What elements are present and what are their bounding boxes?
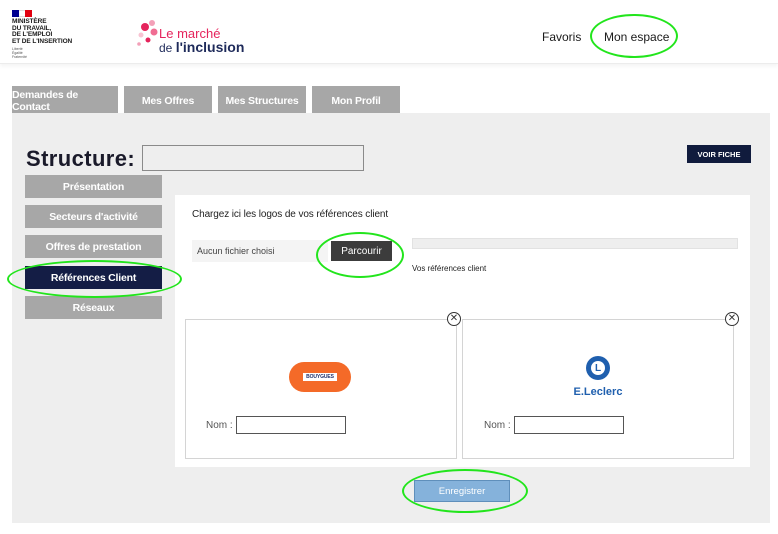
side-item-secteurs-activite[interactable]: Secteurs d'activité [25,205,162,228]
leclerc-logo: L E.Leclerc [566,356,630,402]
leclerc-emblem-icon: L [586,356,610,380]
brand-title: Le marché [159,26,221,41]
site-header: MINISTÈRE DU TRAVAIL, DE L'EMPLOI ET DE … [0,0,778,64]
brand-prefix: de [159,41,173,55]
structure-name-field[interactable] [142,145,364,171]
nom-label: Nom : [484,420,511,431]
file-input-status[interactable]: Aucun fichier choisi [192,240,328,262]
nom-label: Nom : [206,420,233,431]
upload-progress-bar [412,238,738,249]
leclerc-logo-text: E.Leclerc [573,386,623,398]
brand-dots-icon [137,20,158,46]
upload-title: Chargez ici les logos de vos références … [192,209,389,220]
side-item-offres-prestation[interactable]: Offres de prestation [25,235,162,258]
government-logo[interactable]: MINISTÈRE DU TRAVAIL, DE L'EMPLOI ET DE … [12,10,82,59]
structure-label: Structure: [26,146,136,171]
nav-favoris-link[interactable]: Favoris [542,30,582,44]
close-icon[interactable]: ✕ [725,312,739,326]
tab-demandes-de-contact[interactable]: Demandes de Contact [12,86,118,115]
references-list-label: Vos références client [412,264,487,273]
tab-mes-structures[interactable]: Mes Structures [218,86,306,115]
reference-card [462,319,734,459]
ministry-name: MINISTÈRE DU TRAVAIL, DE L'EMPLOI ET DE … [12,18,73,45]
republic-motto: Liberté Égalité Fraternité [12,47,27,59]
french-flag-icon [12,10,33,17]
bouygues-logo: BOUYGUES [289,362,351,392]
browse-button[interactable]: Parcourir [331,241,392,261]
voir-fiche-button[interactable]: VOIR FICHE [687,145,751,163]
side-item-reseaux[interactable]: Réseaux [25,296,162,319]
nom-input[interactable] [236,416,346,434]
tab-mon-profil[interactable]: Mon Profil [312,86,400,115]
tab-mes-offres[interactable]: Mes Offres [124,86,212,115]
side-item-presentation[interactable]: Présentation [25,175,162,198]
brand-subtitle: de l'inclusion [159,39,244,55]
nav-mon-espace-link[interactable]: Mon espace [604,30,670,44]
bouygues-logo-text: BOUYGUES [303,373,337,381]
nom-input[interactable] [514,416,624,434]
enregistrer-button[interactable]: Enregistrer [414,480,510,502]
close-icon[interactable]: ✕ [447,312,461,326]
side-item-references-client[interactable]: Références Client [25,266,162,289]
brand-logo[interactable]: Le marché de l'inclusion [135,18,255,55]
brand-emphasis: l'inclusion [175,39,245,55]
